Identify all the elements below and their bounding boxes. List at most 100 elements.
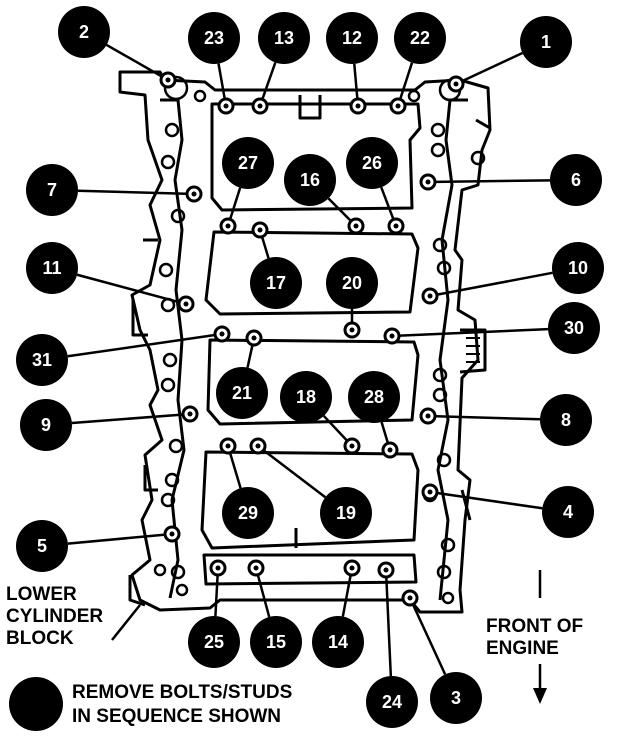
callout-badge-16 bbox=[284, 154, 336, 206]
callout-number-26: 26 bbox=[362, 153, 382, 173]
lower-block-label-line-1: LOWER bbox=[6, 584, 77, 605]
leader-line-12 bbox=[353, 63, 359, 99]
callout-badge-11 bbox=[26, 242, 78, 294]
callout-number-7: 7 bbox=[47, 180, 57, 200]
bolt-center-31 bbox=[219, 331, 225, 337]
callout-number-17: 17 bbox=[266, 273, 286, 293]
callout-number-22: 22 bbox=[410, 28, 430, 48]
bolt-center-11 bbox=[183, 301, 189, 307]
callout-badge-17 bbox=[250, 257, 302, 309]
bolt-center-27 bbox=[225, 223, 231, 229]
callout-number-31: 31 bbox=[32, 350, 52, 370]
callout-badges: 1234567891011121314151617181920212223242… bbox=[16, 6, 604, 728]
leader-line-4 bbox=[437, 491, 543, 510]
bolt-center-6 bbox=[425, 179, 431, 185]
bolt-center-23 bbox=[223, 103, 229, 109]
callout-badge-15 bbox=[250, 616, 302, 668]
leader-line-22 bbox=[399, 62, 414, 99]
bolt-center-9 bbox=[187, 411, 193, 417]
callout-number-25: 25 bbox=[204, 632, 224, 652]
bolt-center-22 bbox=[395, 103, 401, 109]
bolt-center-29 bbox=[225, 443, 231, 449]
bolt-center-25 bbox=[215, 565, 221, 571]
bolt-markers bbox=[159, 71, 465, 607]
leader-line-16 bbox=[327, 197, 352, 222]
leader-line-9 bbox=[71, 413, 183, 425]
bolt-center-28 bbox=[387, 447, 393, 453]
bolt-center-21 bbox=[251, 335, 257, 341]
lower-block-label: LOWER CYLINDER BLOCK bbox=[6, 584, 103, 649]
callout-badge-3 bbox=[430, 672, 482, 724]
bolt-center-17 bbox=[257, 227, 263, 233]
leader-line-18 bbox=[322, 415, 348, 442]
callout-badge-20 bbox=[326, 257, 378, 309]
callout-badge-30 bbox=[548, 302, 600, 354]
callout-number-19: 19 bbox=[336, 503, 356, 523]
callout-badge-18 bbox=[280, 371, 332, 423]
bolt-center-30 bbox=[389, 333, 395, 339]
callout-number-27: 27 bbox=[238, 153, 258, 173]
leader-line-6 bbox=[435, 179, 551, 184]
callout-badge-4 bbox=[542, 486, 594, 538]
callout-number-13: 13 bbox=[274, 28, 294, 48]
callout-number-18: 18 bbox=[296, 387, 316, 407]
leader-line-26 bbox=[380, 186, 395, 219]
leader-line-28 bbox=[380, 421, 389, 443]
arrow-down-icon bbox=[533, 570, 547, 704]
callout-badge-21 bbox=[216, 367, 268, 419]
leader-line-10 bbox=[437, 271, 553, 296]
callout-number-1: 1 bbox=[541, 32, 551, 52]
lower-block-leader bbox=[111, 604, 141, 641]
callout-number-28: 28 bbox=[364, 387, 384, 407]
callout-badge-12 bbox=[326, 12, 378, 64]
callout-badge-28 bbox=[348, 371, 400, 423]
cylinder-block-outline bbox=[118, 70, 492, 614]
callout-number-23: 23 bbox=[204, 28, 224, 48]
bolt-center-26 bbox=[393, 223, 399, 229]
callout-badge-5 bbox=[16, 520, 68, 572]
callout-badge-31 bbox=[16, 334, 68, 386]
bolt-center-20 bbox=[349, 327, 355, 333]
callout-number-15: 15 bbox=[266, 632, 286, 652]
callout-number-8: 8 bbox=[561, 410, 571, 430]
callout-badge-13 bbox=[258, 12, 310, 64]
callout-badge-27 bbox=[222, 137, 274, 189]
callout-number-2: 2 bbox=[79, 22, 89, 42]
callout-number-9: 9 bbox=[41, 415, 51, 435]
callout-number-24: 24 bbox=[382, 692, 402, 712]
bolt-center-3 bbox=[407, 595, 413, 601]
leader-line-8 bbox=[435, 414, 541, 421]
leader-line-5 bbox=[67, 533, 165, 545]
bolt-center-19 bbox=[255, 443, 261, 449]
legend-line-1: REMOVE BOLTS/STUDS bbox=[72, 682, 292, 703]
leader-line-3 bbox=[412, 604, 447, 675]
callout-number-14: 14 bbox=[328, 632, 348, 652]
hatch-marks bbox=[466, 337, 480, 363]
bolt-center-1 bbox=[453, 81, 459, 87]
front-label-line-1: FRONT OF bbox=[486, 616, 583, 637]
bolt-center-4 bbox=[427, 489, 433, 495]
callout-number-16: 16 bbox=[300, 170, 320, 190]
callout-number-12: 12 bbox=[342, 28, 362, 48]
callout-badge-2 bbox=[58, 6, 110, 58]
callout-badge-26 bbox=[346, 137, 398, 189]
bolt-center-7 bbox=[191, 191, 197, 197]
callout-number-29: 29 bbox=[238, 503, 258, 523]
bolt-center-8 bbox=[425, 413, 431, 419]
bolt-center-10 bbox=[427, 293, 433, 299]
front-label-line-2: ENGINE bbox=[486, 638, 559, 659]
callout-badge-10 bbox=[552, 242, 604, 294]
callout-number-10: 10 bbox=[568, 258, 588, 278]
leader-line-31 bbox=[67, 333, 215, 358]
leader-line-13 bbox=[261, 62, 277, 99]
lower-block-label-line-2: CYLINDER bbox=[6, 606, 103, 627]
leader-line-7 bbox=[77, 189, 187, 196]
callout-badge-23 bbox=[188, 12, 240, 64]
callout-badge-7 bbox=[26, 164, 78, 216]
callout-badge-19 bbox=[320, 487, 372, 539]
bolt-center-16 bbox=[353, 223, 359, 229]
callout-badge-9 bbox=[20, 399, 72, 451]
bolt-center-2 bbox=[165, 77, 171, 83]
legend-line-2: IN SEQUENCE SHOWN bbox=[72, 706, 281, 727]
